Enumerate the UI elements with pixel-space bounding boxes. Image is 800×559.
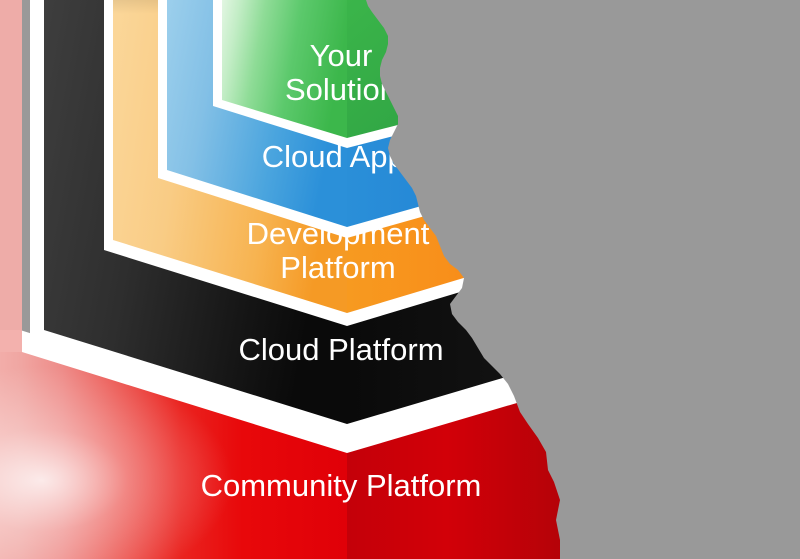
community-platform-left-highlight (0, 0, 22, 352)
your-solution-label-line2: Solution (285, 72, 397, 107)
community-platform-label: Community Platform (201, 468, 482, 503)
cloud-platform-label: Cloud Platform (238, 332, 443, 367)
development-platform-label-line2: Platform (280, 250, 395, 285)
torn-edge-shape (366, 0, 800, 559)
your-solution-label-line1: Your (310, 38, 373, 73)
your-solution-left-face (222, 0, 347, 138)
community-platform-gloss (0, 352, 347, 559)
